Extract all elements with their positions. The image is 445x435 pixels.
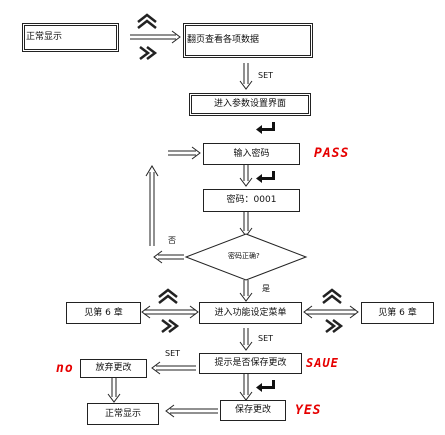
double-arrow-down (239, 374, 253, 401)
lcd-pass-text: PASS (314, 146, 350, 161)
chevron-right-icon (325, 319, 344, 333)
normal-display-box: 正常显示 (22, 23, 119, 52)
node-label: 见第 6 章 (378, 307, 417, 318)
node-label: 翻页查看各项数据 (187, 35, 260, 45)
lcd-save-text: SAUE (306, 356, 339, 370)
password-check-diamond (184, 233, 308, 281)
yes-label: 是 (262, 284, 270, 293)
node-label: 放弃更改 (95, 363, 132, 373)
discard-changes-box: 放弃更改 (80, 359, 147, 378)
lcd-no-text: no (56, 361, 74, 376)
double-arrow-right (168, 146, 201, 160)
double-arrow-down (239, 165, 253, 187)
chevron-up-icon (322, 288, 342, 304)
prompt-save-box: 提示是否保存更改 (199, 353, 302, 374)
double-arrow-down (239, 63, 253, 90)
node-label: 见第 6 章 (84, 307, 123, 318)
password-value-box: 密码：0001 (203, 189, 300, 212)
param-setting-box: 进入参数设置界面 (189, 93, 311, 116)
no-label: 否 (168, 236, 176, 245)
node-label: 进入参数设置界面 (213, 99, 286, 109)
set-label: SET (165, 349, 181, 358)
node-label: 密码：0001 (226, 195, 277, 205)
node-label: 提示是否保存更改 (214, 358, 287, 368)
lcd-yes-text: YES (295, 403, 322, 418)
double-arrow-down (239, 280, 253, 302)
double-arrow-down (239, 328, 253, 351)
chevron-up-icon (158, 288, 178, 304)
chevron-up-icon (137, 13, 157, 29)
password-check-label: 密码正确? (228, 252, 260, 260)
input-password-box: 输入密码 (203, 143, 300, 165)
normal-display-bottom-box: 正常显示 (87, 403, 159, 425)
loop-back-arrow (145, 165, 184, 264)
double-arrow-left-right (141, 305, 199, 319)
node-label: 正常显示 (104, 408, 141, 419)
double-arrow-right (130, 30, 181, 44)
page-data-box: 翻页查看各项数据 (183, 23, 313, 58)
node-label: 输入密码 (233, 148, 270, 159)
node-label: 保存更改 (234, 405, 271, 415)
chapter-6-right-box: 见第 6 章 (361, 302, 434, 324)
chevron-right-icon (161, 319, 180, 333)
enter-key-icon (256, 380, 275, 392)
node-label: 正常显示 (26, 32, 63, 42)
set-label: SET (258, 334, 274, 343)
double-arrow-down (239, 212, 253, 237)
enter-key-icon (256, 122, 275, 134)
enter-key-icons (256, 122, 275, 392)
double-arrow-down (107, 378, 121, 403)
enter-key-icon (256, 171, 275, 183)
save-changes-box: 保存更改 (220, 400, 286, 421)
double-arrow-left-right (303, 305, 359, 319)
node-label: 进入功能设定菜单 (214, 307, 287, 318)
set-label: SET (258, 71, 274, 80)
double-arrow-left (165, 404, 218, 418)
chevron-right-icon (139, 46, 158, 60)
chapter-6-left-box: 见第 6 章 (66, 302, 141, 324)
double-arrow-left (151, 361, 196, 375)
function-menu-box: 进入功能设定菜单 (199, 302, 302, 324)
